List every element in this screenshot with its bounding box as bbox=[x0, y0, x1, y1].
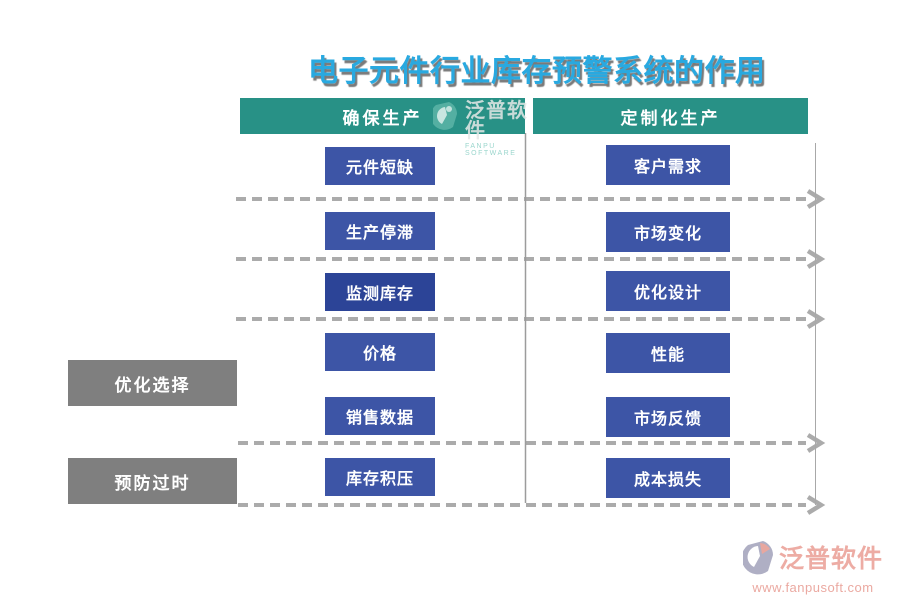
page-title: 电子元件行业库存预警系统的作用 bbox=[308, 55, 766, 88]
flow-box-right-5: 市场反馈 bbox=[606, 397, 730, 437]
watermark-center-subtitle: FANPU SOFTWARE bbox=[465, 143, 517, 157]
flow-box-right-3: 优化设计 bbox=[606, 271, 730, 311]
flow-box-left-3: 监测库存 bbox=[325, 273, 435, 311]
watermark-center-name: 泛普软件 bbox=[465, 100, 528, 142]
side-label-prevent-obsolescence: 预防过时 bbox=[68, 458, 237, 504]
watermark-bottom-url: www.fanpusoft.com bbox=[752, 580, 874, 595]
watermark-bottom-name: 泛普软件 bbox=[778, 544, 883, 573]
flow-box-right-6: 成本损失 bbox=[606, 458, 730, 498]
fanpu-logo-icon bbox=[430, 101, 461, 135]
flow-box-right-4: 性能 bbox=[606, 333, 730, 373]
flow-box-right-1: 客户需求 bbox=[606, 145, 730, 185]
column-header-ensure-production: 确保生产 bbox=[240, 98, 525, 134]
side-label-optimize-selection: 优化选择 bbox=[68, 360, 237, 406]
watermark-center: 泛普软件 FANPU SOFTWARE bbox=[430, 100, 543, 157]
flow-box-left-4: 价格 bbox=[325, 333, 435, 371]
flow-box-right-2: 市场变化 bbox=[606, 212, 730, 252]
watermark-bottom-right: 泛普软件 www.fanpusoft.com bbox=[738, 539, 888, 594]
flow-box-left-2: 生产停滞 bbox=[325, 212, 435, 250]
column-header-custom-production: 定制化生产 bbox=[533, 98, 808, 134]
arrowheads bbox=[806, 189, 826, 515]
flow-box-left-5: 销售数据 bbox=[325, 397, 435, 435]
fanpu-logo-icon bbox=[741, 539, 777, 579]
flow-box-left-6: 库存积压 bbox=[325, 458, 435, 496]
flow-box-left-1: 元件短缺 bbox=[325, 147, 435, 185]
